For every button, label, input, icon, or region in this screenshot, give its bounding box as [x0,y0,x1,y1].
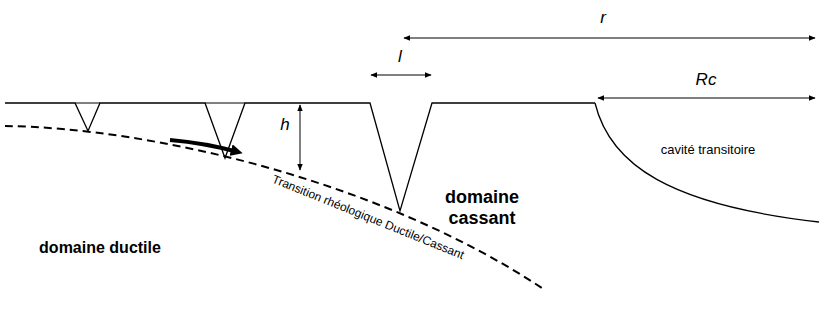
dimension-arrow [300,105,301,170]
rheological-transition [5,126,545,290]
flow-arrow [170,140,238,152]
trench-top [205,103,245,104]
dimension-label: h [280,115,289,135]
region-label: cavité transitoire [661,143,756,158]
region-label: domaine ductile [39,239,161,257]
region-label: domaine cassant [435,187,530,228]
dimension-label: r [600,8,606,28]
dimension-arrow [371,75,431,76]
dimension-label: Rc [696,70,717,90]
dimension-arrow [598,98,815,99]
transient-cavity [595,103,819,222]
boundary-label: Transition rhéologique Ductile/Cassant [270,173,466,263]
dimension-arrow [404,38,815,39]
trench-top [75,103,100,104]
dimension-label: l [398,47,402,67]
